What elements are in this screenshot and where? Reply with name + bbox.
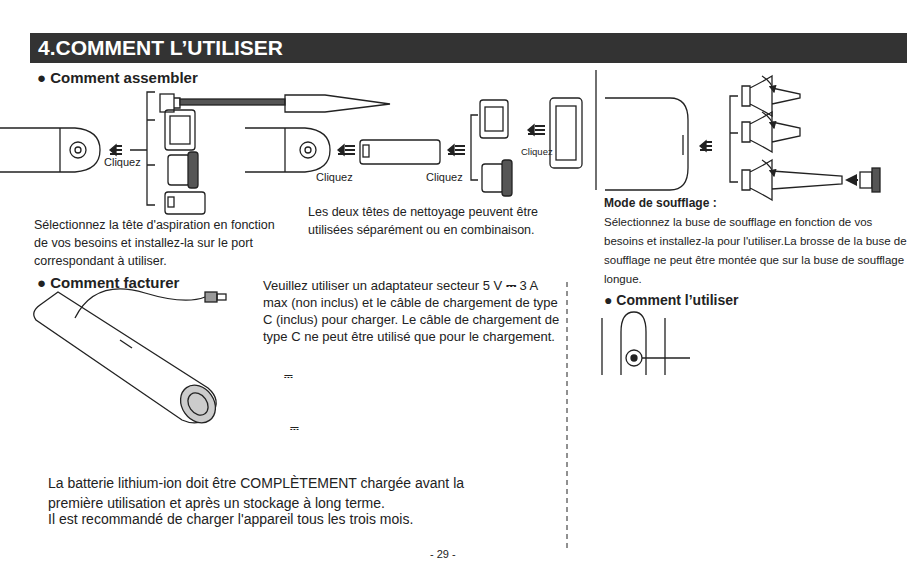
instruction-text: Sélectionnez la tête d'aspiration en fon… [34, 216, 284, 270]
section-heading: ● Comment l’utiliser [604, 292, 738, 309]
click-label: Cliquez [104, 156, 141, 169]
instruction-text: Les deux têtes de nettoyage peuvent être… [308, 203, 566, 239]
instruction-text: Veuillez utiliser un adaptateur secteur … [263, 278, 563, 346]
dc-symbol: ⎓ [284, 370, 293, 383]
warning-text: La batterie lithium-ion doit être COMPLÈ… [48, 474, 508, 513]
section-heading: ● Comment assembler [37, 69, 198, 87]
subheading: Mode de soufflage : [604, 196, 717, 212]
click-label: Cliquez [316, 171, 353, 184]
dc-symbol: ⎓ [290, 422, 299, 435]
warning-text: Il est recommandé de charger l'appareil … [48, 510, 548, 530]
page-number: - 29 - [430, 548, 456, 561]
click-label: Cliquez [426, 171, 463, 184]
page-title: 4.COMMENT L’UTILISER [38, 36, 283, 60]
section-heading: ● Comment facturer [37, 274, 179, 292]
instruction-text: Sélectionnez la buse de soufflage en fon… [604, 213, 908, 289]
click-label: Cliquez [521, 146, 553, 157]
